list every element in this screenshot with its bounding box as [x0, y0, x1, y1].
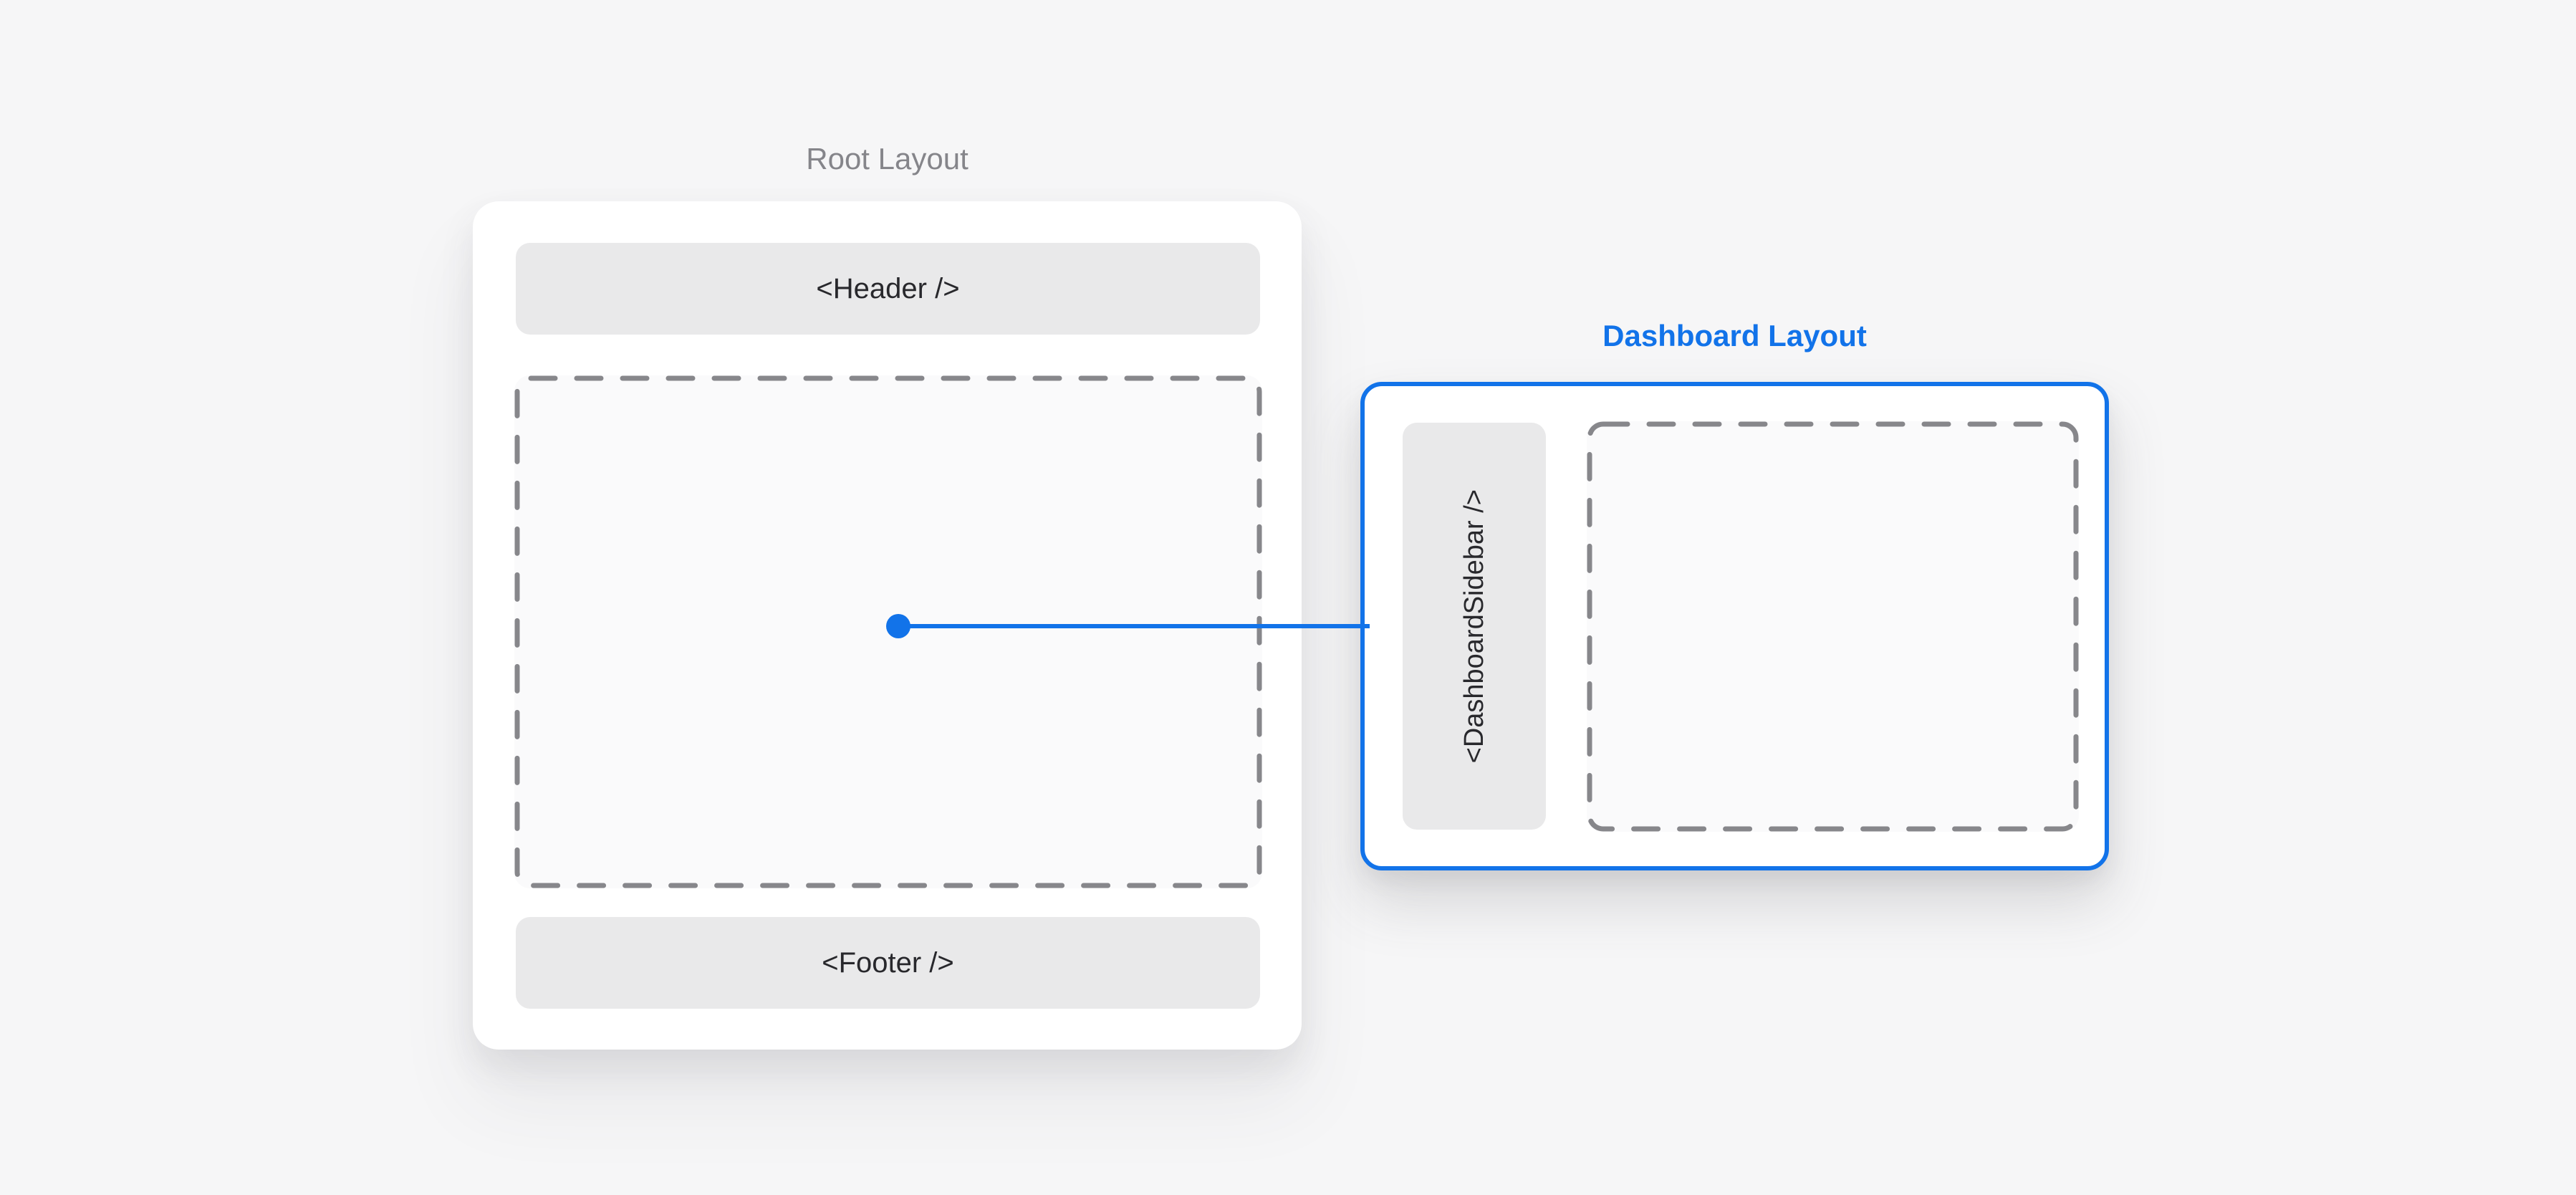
dashboard-sidebar-label: <DashboardSidebar />: [1458, 489, 1489, 764]
root-children-slot: [514, 375, 1262, 888]
dashboard-children-slot: [1587, 421, 2079, 832]
connector-line: [895, 624, 1370, 628]
connector-dot: [886, 614, 910, 638]
dashboard-layout-title: Dashboard Layout: [1602, 319, 1867, 352]
root-layout-card: <Header /> <Footer />: [473, 201, 1302, 1050]
footer-placeholder-label: <Footer />: [822, 946, 954, 979]
header-placeholder-label: <Header />: [816, 272, 960, 304]
header-placeholder: <Header />: [516, 243, 1260, 335]
root-layout-title: Root Layout: [806, 142, 969, 176]
dashboard-sidebar-placeholder: <DashboardSidebar />: [1403, 423, 1546, 830]
dashboard-layout-card: <DashboardSidebar />: [1360, 382, 2109, 870]
dashed-border: [514, 375, 1262, 888]
dashed-border: [1587, 421, 2079, 832]
footer-placeholder: <Footer />: [516, 917, 1260, 1009]
